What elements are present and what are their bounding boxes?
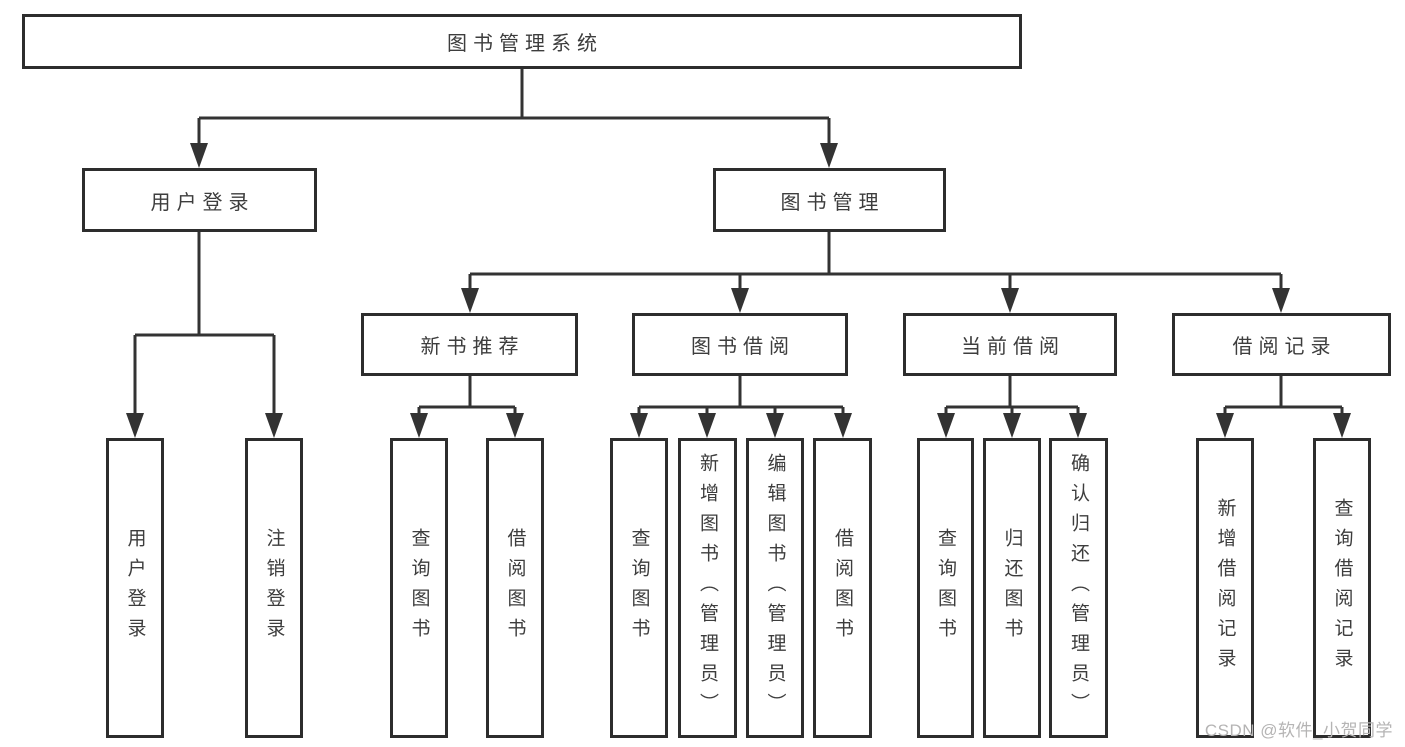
leaf-query-books-current: 查询图书	[917, 438, 974, 738]
leaf-label: 查询图书	[935, 528, 956, 648]
arrow-down-icon	[630, 413, 648, 438]
arrow-down-icon	[126, 413, 144, 438]
node-current-borrow: 当前借阅	[903, 313, 1117, 376]
leaf-label: 归还图书	[1001, 528, 1023, 648]
leaf-label: 新增图书（管理员）	[697, 453, 718, 723]
node-label: 新书推荐	[420, 336, 525, 358]
leaf-label: 查询图书	[628, 528, 650, 648]
node-new-book-recommend: 新书推荐	[361, 313, 578, 376]
leaf-query-books-borrow: 查询图书	[610, 438, 668, 738]
leaf-label: 编辑图书（管理员）	[764, 453, 786, 723]
leaf-label: 查询图书	[408, 528, 430, 648]
arrow-down-icon	[410, 413, 428, 438]
leaf-edit-book-admin: 编辑图书（管理员）	[746, 438, 804, 738]
node-label: 用户登录	[150, 191, 255, 214]
leaf-user-login: 用户登录	[106, 438, 164, 738]
node-borrow-records: 借阅记录	[1172, 313, 1391, 376]
leaf-borrow-books-recommend: 借阅图书	[486, 438, 544, 738]
arrow-down-icon	[1333, 413, 1351, 438]
arrow-down-icon	[731, 288, 749, 313]
leaf-label: 查询借阅记录	[1331, 498, 1353, 678]
leaf-add-borrow-record: 新增借阅记录	[1196, 438, 1254, 738]
arrow-down-icon	[506, 413, 524, 438]
csdn-watermark: CSDN @软件_小贺同学	[1204, 721, 1393, 740]
node-label: 借阅记录	[1232, 336, 1337, 358]
node-book-borrow: 图书借阅	[632, 313, 848, 376]
arrow-down-icon	[1272, 288, 1290, 313]
node-book-management: 图书管理	[713, 168, 946, 232]
node-label: 图书管理系统	[447, 33, 603, 55]
arrow-down-icon	[190, 143, 208, 168]
arrow-down-icon	[698, 413, 716, 438]
leaf-borrow-books: 借阅图书	[813, 438, 872, 738]
node-label: 图书管理	[780, 191, 885, 214]
arrow-down-icon	[834, 413, 852, 438]
node-root-system: 图书管理系统	[22, 14, 1022, 69]
leaf-confirm-return-admin: 确认归还（管理员）	[1049, 438, 1108, 738]
arrow-down-icon	[1001, 288, 1019, 313]
leaf-label: 确认归还（管理员）	[1068, 453, 1089, 723]
leaf-query-books-recommend: 查询图书	[390, 438, 448, 738]
leaf-return-books: 归还图书	[983, 438, 1041, 738]
leaf-label: 注销登录	[263, 528, 285, 648]
arrow-down-icon	[265, 413, 283, 438]
leaf-logout: 注销登录	[245, 438, 303, 738]
arrow-down-icon	[1003, 413, 1021, 438]
arrow-down-icon	[820, 143, 838, 168]
leaf-query-borrow-record: 查询借阅记录	[1313, 438, 1371, 738]
arrow-down-icon	[766, 413, 784, 438]
leaf-label: 借阅图书	[832, 528, 853, 648]
leaf-label: 借阅图书	[504, 528, 526, 648]
arrow-down-icon	[1216, 413, 1234, 438]
arrow-down-icon	[461, 288, 479, 313]
node-label: 当前借阅	[961, 336, 1065, 358]
leaf-label: 用户登录	[124, 528, 146, 648]
node-label: 图书借阅	[691, 336, 795, 358]
arrow-down-icon	[1069, 413, 1087, 438]
leaf-label: 新增借阅记录	[1214, 498, 1236, 678]
leaf-add-book-admin: 新增图书（管理员）	[678, 438, 737, 738]
arrow-down-icon	[937, 413, 955, 438]
node-user-login: 用户登录	[82, 168, 317, 232]
